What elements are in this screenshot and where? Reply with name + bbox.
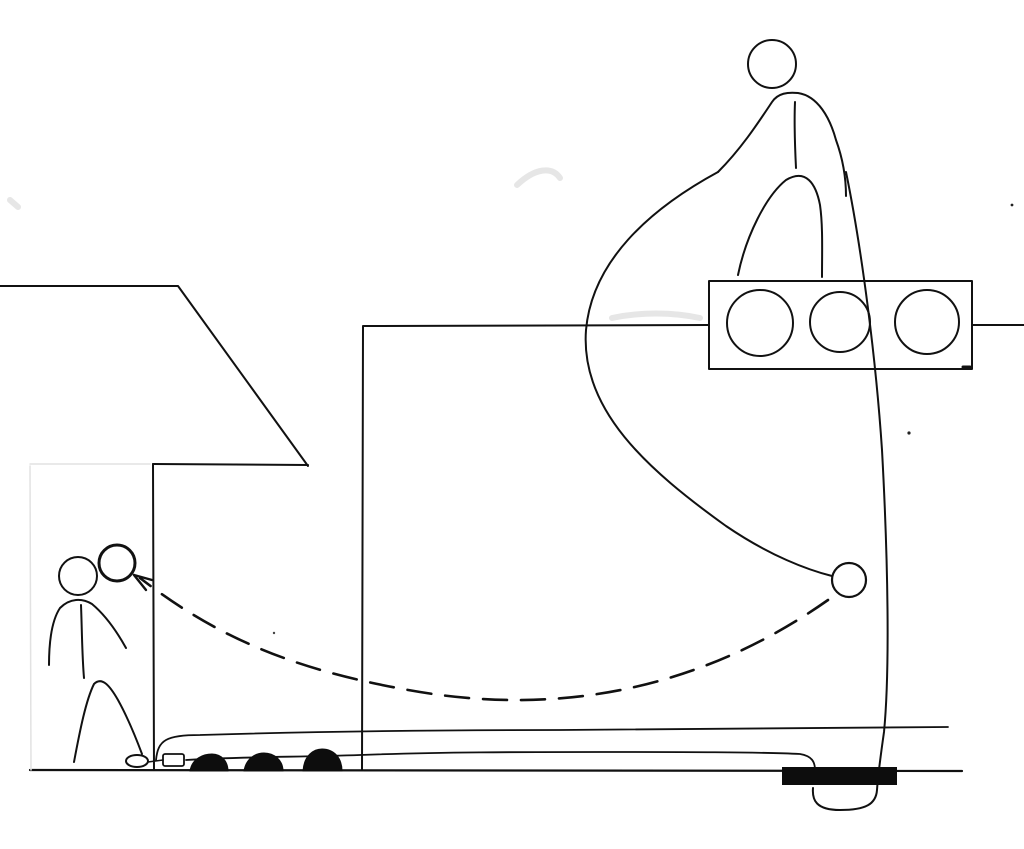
left-cord-to-ball [584, 171, 833, 577]
dashed-trajectory [138, 576, 830, 702]
left-building [0, 285, 309, 771]
left-figure-torso [80, 604, 85, 679]
connector-box [162, 753, 185, 767]
ball-circle [830, 561, 868, 599]
circle-tray [708, 280, 973, 370]
rock-2 [243, 752, 284, 772]
left-figure-arms [48, 598, 127, 666]
smudge-top [514, 167, 563, 188]
tray-circle-3 [894, 289, 960, 355]
tray-box [708, 280, 973, 370]
tray-circle-2 [809, 291, 871, 353]
top-figure-head [747, 39, 797, 89]
faint-smudges [7, 167, 703, 321]
right-cord-to-ground [811, 171, 889, 811]
person-top [584, 39, 889, 811]
eave-line [152, 463, 309, 466]
trajectory-arrowhead [132, 573, 154, 592]
left-figure-head [58, 556, 98, 596]
right-building [361, 324, 1024, 771]
dark-pad [782, 767, 897, 785]
smudge-left [7, 197, 21, 210]
person-left [48, 543, 149, 768]
rock-3 [302, 748, 343, 772]
stray-dot-1 [907, 431, 911, 435]
roof-line [0, 285, 309, 467]
top-figure-legs [737, 174, 824, 278]
top-figure-torso [793, 101, 797, 169]
left-figure-legs [73, 680, 143, 763]
right-building-outline [361, 324, 709, 771]
rocks [189, 748, 343, 772]
left-figure-held-ball [97, 543, 137, 583]
tray-circle-1 [726, 289, 794, 357]
rock-1 [189, 753, 229, 772]
left-figure-foot [125, 754, 149, 768]
left-building-wall [152, 463, 155, 771]
stray-dot-2 [1010, 203, 1014, 207]
stray-dot-3 [272, 631, 276, 635]
smudge-middle [609, 310, 703, 321]
upper-cable [155, 726, 949, 761]
faint-left-outline [29, 463, 151, 771]
ground-cables [155, 726, 949, 771]
connector-lead [147, 759, 164, 763]
lower-cable [185, 751, 816, 771]
top-figure-shoulders [717, 91, 847, 197]
